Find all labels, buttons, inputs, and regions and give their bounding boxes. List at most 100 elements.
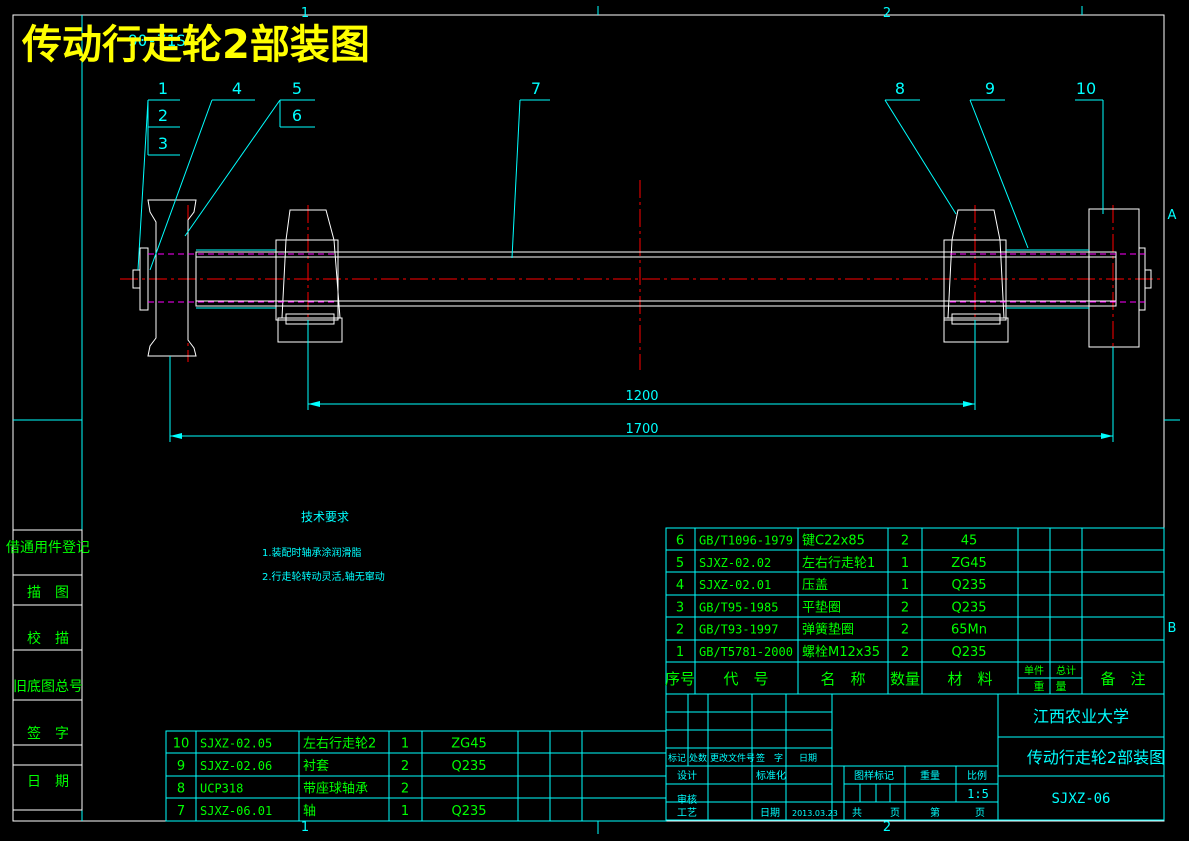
zone-bottom-2: 2: [883, 820, 891, 835]
bom-cell: ZG45: [451, 737, 487, 752]
drawing-number: SJXZ-06: [1051, 791, 1110, 807]
bom-cell: 10: [173, 737, 190, 752]
bom-cell: 3: [676, 600, 684, 615]
scale-label: 比例: [967, 769, 987, 782]
bom-cell: 4: [676, 578, 684, 593]
bom-cell: UCP318: [200, 781, 243, 795]
zone-right-b: B: [1168, 621, 1177, 636]
bom-header-total-weight: 总计: [1056, 664, 1076, 677]
balloon-7: 7: [531, 79, 541, 98]
rev-label-mark: 标记: [668, 752, 686, 764]
bom-cell: Q235: [451, 759, 486, 774]
bom-cell: GB/T93-1997: [699, 623, 778, 637]
balloon-5: 5: [292, 79, 302, 98]
hidden-lines: [148, 253, 1145, 303]
bom-cell: 1: [401, 804, 409, 819]
bom-cell: 平垫圈: [802, 599, 841, 615]
zone-top-2: 2: [883, 6, 891, 21]
bom-cell: SJXZ-06.01: [200, 804, 272, 818]
bom-cell: Q235: [951, 578, 986, 593]
shaft: [195, 251, 1117, 307]
bom-cell: ZG45: [951, 556, 987, 571]
bom-header-remark: 备 注: [1100, 670, 1145, 688]
bom-header-no: 序号: [665, 670, 695, 688]
bushings: [196, 249, 1089, 309]
right-wheel: [1088, 208, 1152, 348]
sheet-frame: [12, 14, 1165, 822]
rev-label-date: 日期: [799, 753, 817, 764]
bom-cell: 2: [901, 623, 909, 638]
strip-check-trace: 校 描: [27, 630, 69, 647]
rev-label-sign: 签 字: [756, 752, 783, 764]
bom-cell: 9: [177, 759, 185, 774]
role-design: 设计: [677, 769, 697, 782]
tech-req-item-2: 2.行走轮转动灵活,轴无窜动: [262, 570, 385, 583]
bom-upper-header: 序号 代 号 名 称 数量 材 料 备 注: [665, 670, 1146, 688]
bom-header-weight: 重 量: [1034, 679, 1067, 693]
balloon-2: 2: [158, 106, 168, 125]
tech-req-heading: 技术要求: [301, 510, 349, 524]
leader-lines: [137, 99, 1104, 271]
right-bearing: [943, 209, 1009, 343]
bom-cell: 左右行走轮1: [802, 556, 875, 571]
bom-upper-grid: [665, 527, 1165, 695]
stamp-mark: 90-71S: [128, 31, 186, 50]
bom-header-name: 名 称: [820, 670, 865, 688]
role-review: 审核: [677, 793, 697, 806]
bom-cell: 1: [901, 556, 909, 571]
bom-cell: 7: [177, 804, 185, 819]
bom-cell: 1: [401, 737, 409, 752]
rev-label-doc: 更改文件号: [710, 752, 755, 764]
bom-cell: GB/T95-1985: [699, 600, 778, 614]
bom-cell: SJXZ-02.05: [200, 737, 272, 751]
bom-cell: 2: [676, 623, 684, 638]
bom-cell: Q235: [451, 804, 486, 819]
bom-cell: SJXZ-02.01: [699, 578, 771, 592]
zone-right-a: A: [1168, 208, 1177, 223]
bom-cell: 6: [676, 534, 684, 549]
zone-bottom-1: 1: [301, 820, 309, 835]
bom-header-material: 材 料: [947, 670, 992, 688]
bom-cell: 8: [177, 781, 185, 796]
balloon-9: 9: [985, 79, 995, 98]
sheet-label: 第: [930, 806, 940, 819]
strip-trace: 描 图: [27, 585, 69, 601]
balloon-6: 6: [292, 106, 302, 125]
bom-cell: 压盖: [802, 578, 828, 593]
bom-cell: 衬套: [303, 758, 329, 774]
bom-cell: 2: [401, 781, 409, 796]
bom-cell: Q235: [951, 600, 986, 615]
strip-register: 借通用件登记: [6, 540, 90, 556]
bom-cell: 2: [401, 759, 409, 774]
standardization-label: 标准化: [756, 769, 786, 782]
bom-cell: 带座球轴承: [303, 781, 368, 796]
strip-signature: 签 字: [27, 725, 69, 742]
drawing-title: 传动行走轮2部装图: [21, 22, 370, 68]
bom-cell: SJXZ-02.02: [699, 556, 771, 570]
bom-cell: GB/T5781-2000: [699, 645, 793, 659]
bom-cell: 1: [901, 578, 909, 593]
zone-ticks: [13, 6, 1180, 834]
balloon-1: 1: [158, 79, 168, 98]
rev-label-count: 处数: [689, 752, 707, 764]
date-value: 2013.03.23: [792, 809, 838, 818]
dimension-outer: 1700: [625, 422, 658, 437]
bom-lower-grid: [165, 730, 667, 822]
left-wheel: [132, 199, 197, 357]
bom-cell: SJXZ-02.06: [200, 759, 272, 773]
tech-req-item-1: 1.装配时轴承涂润滑脂: [262, 546, 362, 559]
dimension-lines: [169, 320, 1114, 442]
title-block-drawing-name: 传动行走轮2部装图: [1027, 748, 1165, 767]
date-label: 日期: [760, 807, 780, 819]
bom-cell: 2: [901, 600, 909, 615]
bom-header-unit-weight: 单件: [1024, 665, 1044, 677]
revision-labels: 标记 处数 更改文件号 签 字 日期: [668, 752, 817, 764]
bom-cell: GB/T1096-1979: [699, 534, 793, 548]
balloon-3: 3: [158, 134, 168, 153]
bom-cell: 轴: [303, 804, 316, 819]
left-bearing: [275, 209, 343, 343]
balloon-10: 10: [1076, 79, 1096, 98]
